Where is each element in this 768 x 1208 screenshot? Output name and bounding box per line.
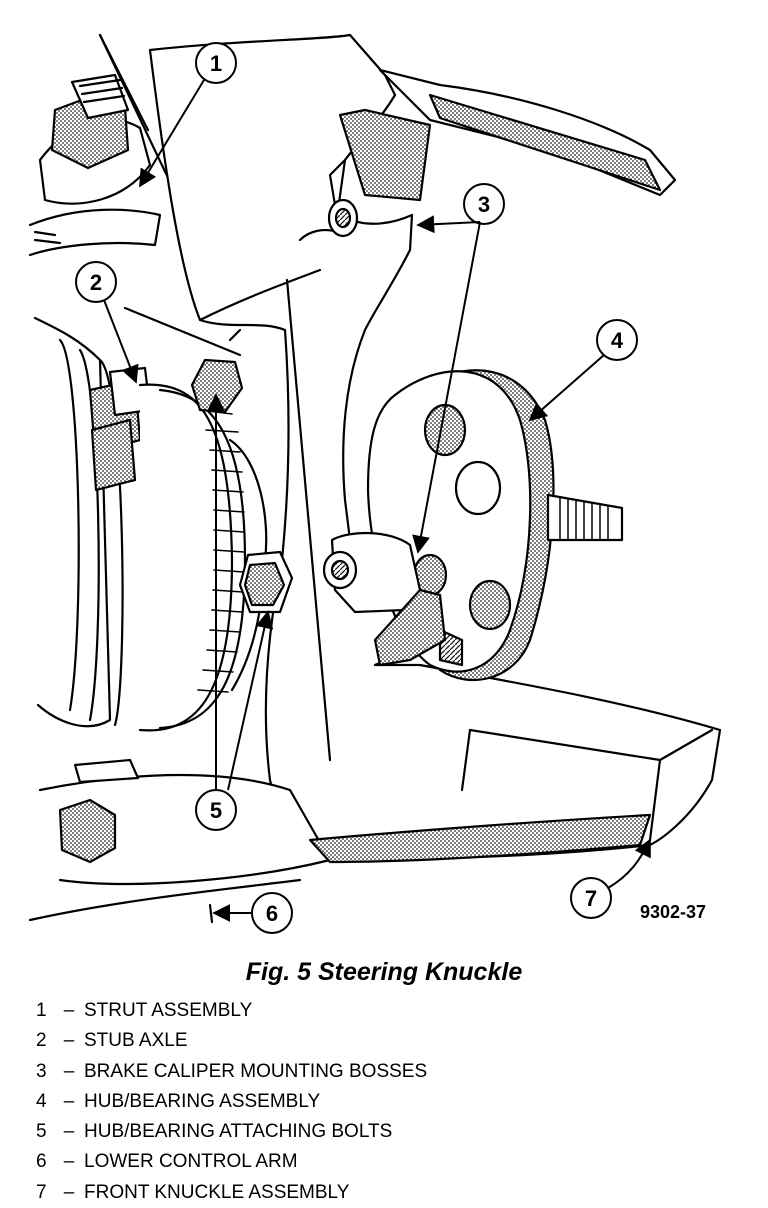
legend-item: 3–BRAKE CALIPER MOUNTING BOSSES (36, 1057, 427, 1087)
legend-number: 6 (36, 1151, 47, 1173)
callout-number-2: 2 (90, 270, 102, 295)
legend-item: 5–HUB/BEARING ATTACHING BOLTS (36, 1117, 427, 1147)
steering-knuckle-illustration: 1 2 3 4 5 6 7 9302-37 (28, 33, 722, 934)
legend-number: 7 (36, 1181, 47, 1203)
legend-number: 4 (36, 1090, 47, 1112)
leader-line-1 (139, 79, 205, 188)
legend-item: 7–FRONT KNUCKLE ASSEMBLY (36, 1178, 427, 1208)
leader-line-3a (416, 215, 481, 234)
legend-dash: – (63, 1030, 75, 1052)
splash-shield-part (378, 68, 677, 197)
legend-label: BRAKE CALIPER MOUNTING BOSSES (84, 1060, 428, 1082)
legend-label: HUB/BEARING ATTACHING BOLTS (84, 1121, 393, 1143)
bearing-bolts-part (190, 358, 294, 614)
legend-label: LOWER CONTROL ARM (84, 1151, 298, 1173)
callout-circle-1 (195, 42, 237, 84)
legend-list: 1–STRUT ASSEMBLY 2–STUB AXLE 3–BRAKE CAL… (36, 996, 427, 1208)
leader-line-4 (528, 354, 605, 422)
knuckle-lower-edge (308, 728, 714, 864)
leader-line-7 (607, 838, 651, 889)
legend-label: STRUT ASSEMBLY (84, 1000, 253, 1021)
callout-number-5: 5 (210, 798, 222, 823)
legend-dash: – (63, 1121, 75, 1143)
legend-dash: – (63, 1090, 75, 1112)
callout-number-6: 6 (266, 901, 278, 926)
legend-number: 5 (36, 1121, 47, 1143)
callout-circle-7 (570, 877, 612, 919)
legend-item: 1–STRUT ASSEMBLY (36, 996, 427, 1026)
legend-dash: – (63, 1151, 75, 1173)
legend-label: STUB AXLE (84, 1030, 188, 1052)
legend-item: 6–LOWER CONTROL ARM (36, 1147, 427, 1177)
callout-number-4: 4 (611, 328, 624, 353)
figure-caption: Fig. 5 Steering Knuckle (245, 958, 523, 986)
legend-dash: – (63, 1181, 75, 1203)
caliper-boss-lower (322, 532, 447, 667)
callout-number-3: 3 (478, 192, 490, 217)
callout-circle-2 (75, 261, 117, 303)
legend-label: FRONT KNUCKLE ASSEMBLY (84, 1181, 350, 1203)
callout-circle-4 (596, 319, 638, 361)
caliper-boss-upper (327, 108, 432, 238)
strut-assembly-part (28, 33, 202, 257)
legend-dash: – (63, 1060, 75, 1082)
leader-line-2 (103, 299, 139, 384)
figure-code: 9302-37 (640, 902, 706, 922)
legend-number: 3 (36, 1060, 47, 1082)
leader-line-3b (412, 221, 481, 554)
callout-circle-3 (463, 183, 505, 225)
callout-number-7: 7 (585, 886, 597, 911)
legend-item: 4–HUB/BEARING ASSEMBLY (36, 1087, 427, 1117)
leader-line-5b (227, 610, 274, 791)
legend-label: HUB/BEARING ASSEMBLY (84, 1090, 321, 1112)
callout-number-1: 1 (210, 51, 222, 76)
legend-item: 2–STUB AXLE (36, 1026, 427, 1056)
legend-number: 1 (36, 1000, 47, 1021)
lower-control-arm-part (28, 758, 332, 924)
legend-dash: – (63, 1000, 75, 1021)
stub-axle-part (33, 316, 268, 732)
legend-number: 2 (36, 1030, 47, 1052)
